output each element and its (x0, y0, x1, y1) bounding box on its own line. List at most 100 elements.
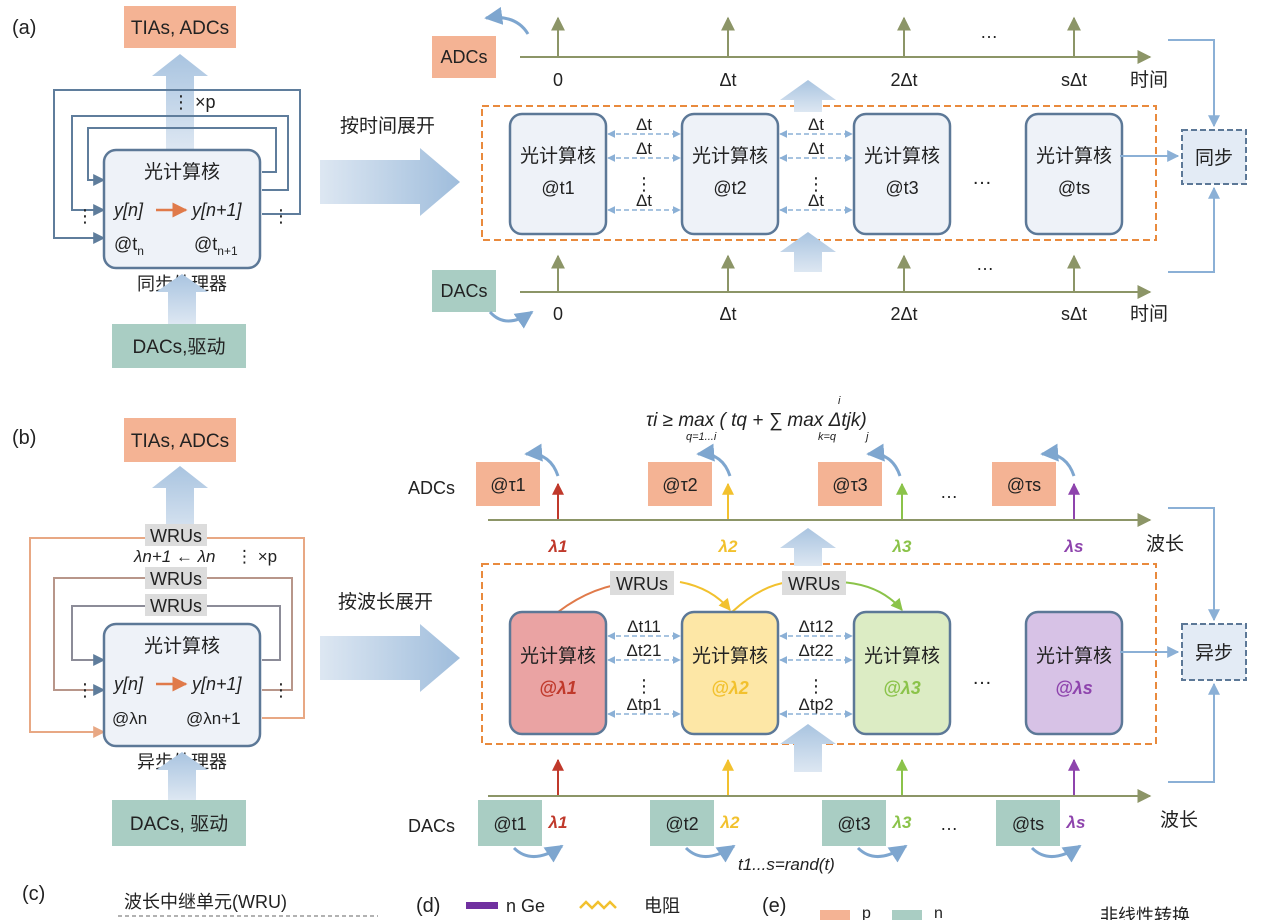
e-p-swatch (820, 910, 850, 920)
b-adc-box-2-text: @τ2 (662, 475, 697, 495)
b-adc-axis-label: 波长 (1146, 533, 1184, 555)
a-adc-tick-label-1: Δt (719, 70, 736, 90)
b-dac-lambda-label-4: λs (1066, 813, 1086, 832)
b-lambda-label-2: λ2 (718, 537, 738, 556)
b-formula-sub3: j (864, 431, 869, 443)
b-wru-arc-2b (839, 581, 903, 611)
a-core-2-title: 光计算核 (692, 145, 768, 167)
a-core-at-tn1: @tn+1 (194, 234, 238, 258)
panel-c-title: 波长中继单元(WRU) (124, 892, 287, 912)
b-core-3-sub: @λ3 (883, 678, 921, 698)
a-delay-label-1-1: Δt (808, 139, 824, 158)
a-center-up-arrow (780, 80, 836, 112)
b-delay-label-0-1: Δt21 (627, 641, 662, 660)
b-async-top-line (1168, 507, 1220, 622)
b-wru2-text: WRUs (150, 569, 202, 589)
a-sync-text: 同步 (1195, 147, 1233, 169)
a-unfold-label: 按时间展开 (340, 115, 435, 137)
a-adc-tick-label-0: 0 (553, 70, 563, 90)
b-repeat: ⋮ ×p (236, 547, 277, 566)
b-core-3 (852, 610, 952, 736)
b-dac-curl-1 (512, 844, 564, 863)
b-wru1-box (145, 524, 207, 546)
b-adc-box-3-text: @τ3 (832, 475, 867, 495)
b-wru-arc-1b (679, 581, 731, 611)
b-core-at-ln: @λn (112, 709, 147, 728)
a-adc-ellipsis: … (980, 22, 998, 42)
a-tias-adcs-text: TIAs, ADCs (131, 18, 229, 39)
a-up-arrow (152, 54, 208, 150)
b-adc-box-4 (992, 462, 1056, 506)
b-dacs-box (112, 800, 246, 846)
d-ge-swatch (466, 902, 498, 909)
a-adcs-text: ADCs (440, 47, 487, 67)
a-delay-label-0-1: Δt (636, 139, 652, 158)
b-dac-box-2 (650, 800, 714, 846)
b-wru2-box (145, 567, 207, 589)
e-nl-label: 非线性转换 (1100, 906, 1190, 920)
b-delay-label-1-2: Δtp2 (799, 695, 834, 714)
a-bottom-arrow (156, 274, 208, 324)
b-formula: τi ≥ max ( tq + ∑ max Δtjk) q=1...i k=q … (646, 395, 869, 443)
panel-b-label: (b) (12, 427, 36, 449)
b-formula-sub1: q=1...i (686, 431, 717, 443)
b-core-ellipsis: … (972, 667, 992, 689)
b-core-4-title: 光计算核 (1036, 645, 1112, 667)
b-delay-vdots-0: ⋮ (635, 676, 653, 696)
b-core-1-sub: @λ1 (539, 678, 577, 698)
a-vdots-right: ⋮ (272, 206, 290, 226)
b-adc-ellipsis: … (940, 482, 958, 502)
b-dac-curl-4 (1030, 844, 1082, 863)
a-core-4-title: 光计算核 (1036, 145, 1112, 167)
a-adc-tick-label-3: sΔt (1061, 70, 1087, 90)
a-core-ellipsis: … (972, 167, 992, 189)
a-sync-box (1181, 129, 1247, 185)
a-core-3-sub: @t3 (885, 178, 918, 198)
b-dac-box-3-text: @t3 (837, 814, 870, 834)
b-center-bottom-arrow (780, 724, 836, 772)
b-dac-box-1-text: @t1 (493, 814, 526, 834)
b-core-4-sub: @λs (1055, 678, 1093, 698)
b-formula-sub2: k=q (818, 431, 837, 443)
a-repeat-label: ⋮ ×p (172, 92, 216, 112)
b-core-yn: y[n] (112, 674, 144, 694)
b-wru3-text: WRUs (150, 596, 202, 616)
a-delay-label-1-0: Δt (808, 115, 824, 134)
a-adc-curl-arrow (484, 6, 530, 35)
a-core-3 (852, 112, 952, 236)
b-core-2-title: 光计算核 (692, 645, 768, 667)
b-dac-box-4 (996, 800, 1060, 846)
b-up-arrow (152, 466, 208, 540)
a-core-1 (508, 112, 608, 236)
b-wru-relation: λn+1 ← λn (133, 547, 215, 566)
panel-c-label: (c) (22, 883, 45, 905)
b-tias-adcs-text: TIAs, ADCs (131, 431, 229, 452)
a-dacs-box (112, 324, 246, 368)
b-delay-label-0-2: Δtp1 (627, 695, 662, 714)
b-adc-box-1 (476, 462, 540, 506)
b-dac-lambda-label-2: λ2 (720, 813, 740, 832)
a-core-at-tn: @tn (114, 234, 144, 258)
a-delay-label-0-2: Δt (636, 191, 652, 210)
b-unfold-label: 按波长展开 (338, 591, 433, 613)
b-rand-label: t1...s=rand(t) (738, 855, 835, 874)
b-dac-box-3 (822, 800, 886, 846)
b-adc-curl-4 (1040, 443, 1076, 477)
a-core-2-sub: @t2 (713, 178, 746, 198)
b-dac-lambda-label-1: λ1 (548, 813, 568, 832)
a-core-3-title: 光计算核 (864, 145, 940, 167)
a-core-1-sub: @t1 (541, 178, 574, 198)
a-dac-ellipsis: … (976, 254, 994, 274)
a-core-title: 光计算核 (144, 161, 220, 183)
b-dac-ellipsis: … (940, 814, 958, 834)
a-delay-label-0-0: Δt (636, 115, 652, 134)
b-vdots-left: ⋮ (76, 680, 94, 700)
